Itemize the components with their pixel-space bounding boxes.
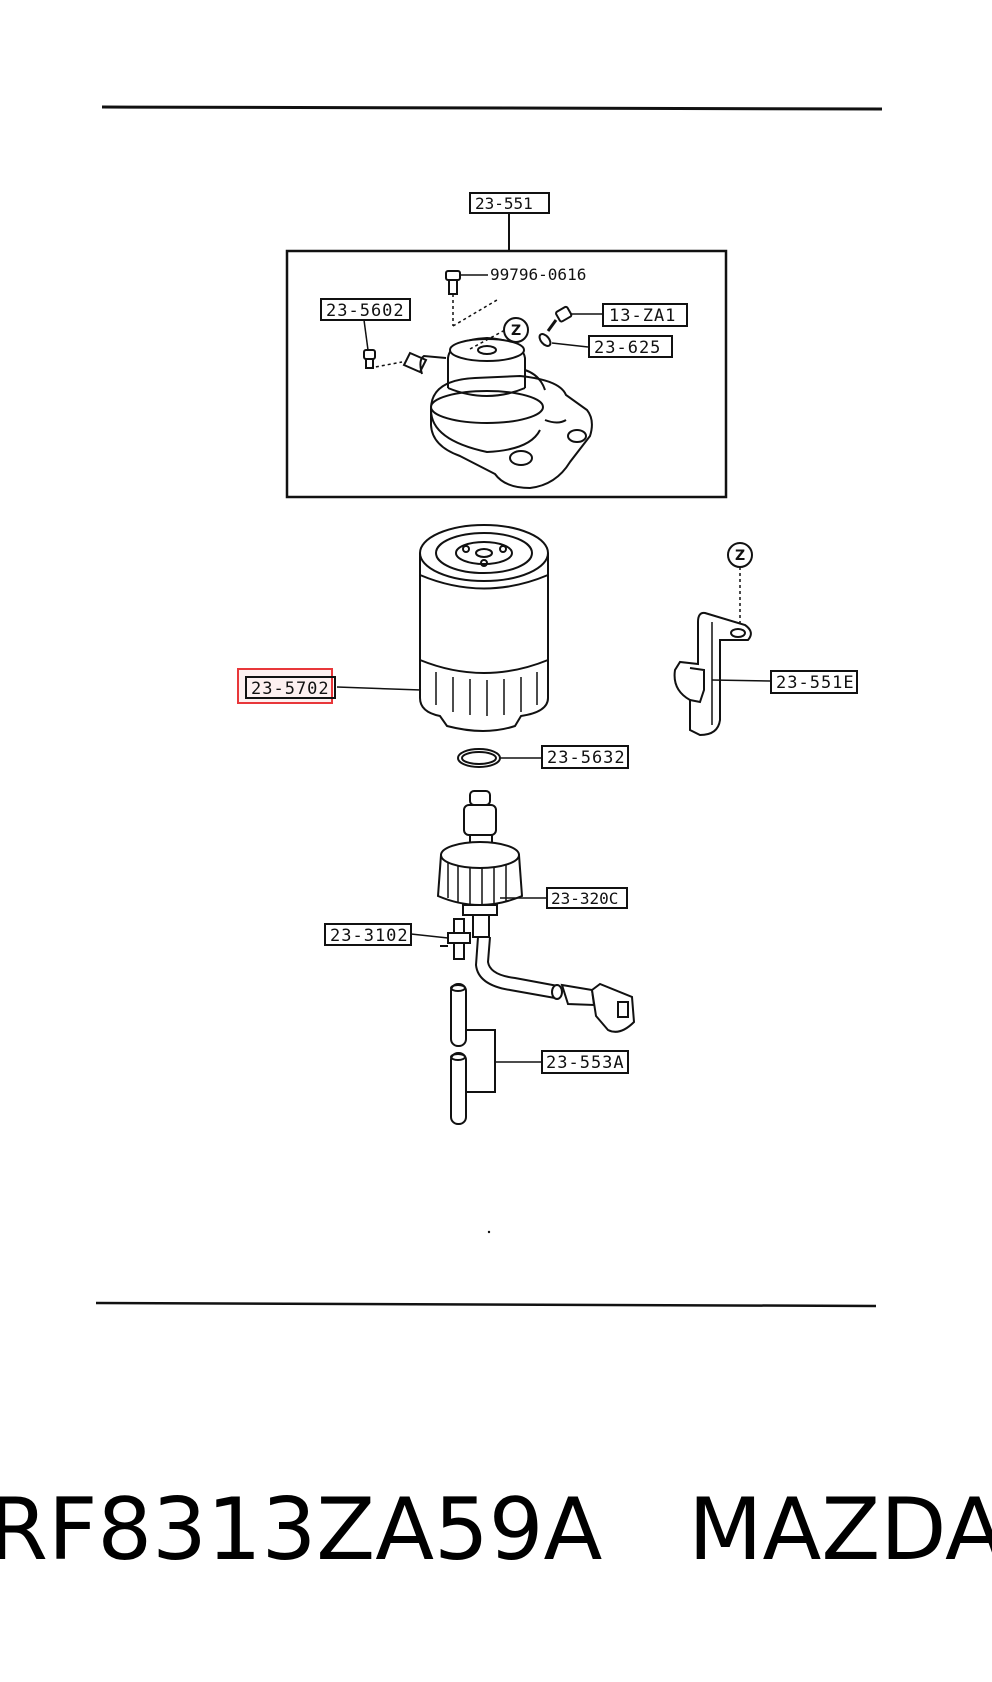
leader-23-625 <box>551 342 589 348</box>
bolt-13-drawing <box>538 305 573 347</box>
label-23-5632[interactable]: 23-5632 <box>541 745 629 769</box>
ref-z-bracket: Z <box>727 542 753 568</box>
label-13-ZA1[interactable]: 13-ZA1 <box>602 303 688 327</box>
label-23-320C[interactable]: 23-320C <box>546 887 628 909</box>
leader-23-3102 <box>410 933 449 939</box>
svg-text:23-320C: 23-320C <box>551 889 618 908</box>
svg-text:13-ZA1: 13-ZA1 <box>609 306 676 326</box>
caption: RF8313ZA59A MAZDA <box>0 1475 992 1585</box>
svg-text:23-5602: 23-5602 <box>326 301 405 321</box>
filter-cartridge-drawing <box>419 524 549 732</box>
sensor-drawing <box>436 790 636 1033</box>
svg-text:23-5702: 23-5702 <box>251 679 330 699</box>
assembly-box <box>285 249 728 499</box>
leader-23-5602 <box>363 319 369 351</box>
part-number: RF8313ZA59A <box>0 1480 603 1580</box>
label-23-553A[interactable]: 23-553A <box>541 1050 629 1074</box>
top-rule <box>101 105 883 111</box>
hose-drawing <box>450 983 496 1125</box>
drain-plug-drawing <box>440 918 471 960</box>
leader-23-5702 <box>336 686 422 691</box>
brand-name: MAZDA <box>688 1480 992 1580</box>
leader-23-551E <box>711 679 771 682</box>
svg-text:Z: Z <box>735 548 745 564</box>
label-23-551[interactable]: 23-551 <box>469 192 550 214</box>
bottom-rule <box>95 1301 877 1308</box>
label-23-5702[interactable]: 23-5702 <box>245 676 336 699</box>
label-23-551E[interactable]: 23-551E <box>770 670 858 694</box>
svg-text:23-551E: 23-551E <box>776 673 855 693</box>
o-ring-drawing <box>457 748 501 768</box>
filter-head-drawing <box>402 336 593 490</box>
speck <box>487 1230 491 1234</box>
ref-z-top: Z <box>503 317 529 343</box>
bleeder-drawing <box>363 349 403 369</box>
svg-text:23-553A: 23-553A <box>546 1053 625 1073</box>
label-99796-0616[interactable]: 99796-0616 <box>490 265 586 284</box>
svg-text:23-3102: 23-3102 <box>330 926 409 946</box>
svg-text:23-625: 23-625 <box>594 338 661 358</box>
label-23-5602[interactable]: 23-5602 <box>320 298 411 321</box>
bracket-drawing <box>673 611 752 737</box>
svg-text:23-5632: 23-5632 <box>547 748 626 768</box>
label-23-625[interactable]: 23-625 <box>588 335 673 358</box>
svg-text:23-551: 23-551 <box>475 194 533 213</box>
label-23-3102[interactable]: 23-3102 <box>324 923 412 946</box>
svg-text:Z: Z <box>511 323 521 339</box>
